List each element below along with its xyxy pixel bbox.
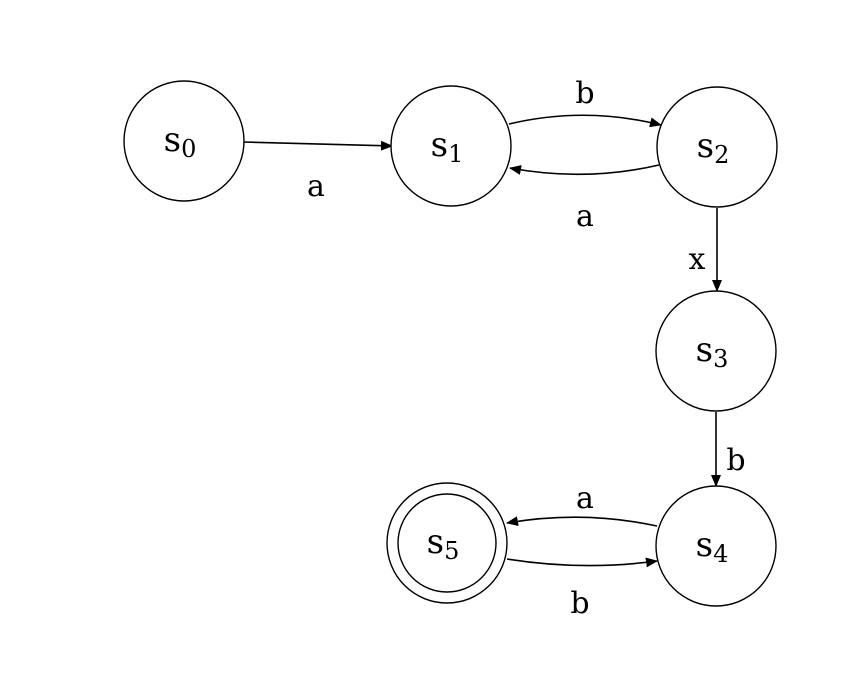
state-label-s3: s3 — [696, 330, 729, 373]
state-letter-s2: s — [697, 126, 714, 166]
state-s0: s0 — [123, 80, 245, 202]
state-letter-s0: s — [164, 120, 181, 160]
transition-arrow-s1-s2 — [508, 114, 662, 128]
transition-label-s4-s5: a — [576, 481, 594, 516]
state-letter-s3: s — [696, 330, 713, 370]
state-s3: s3 — [655, 290, 777, 412]
transition-arrow-s0-s1 — [243, 140, 393, 151]
state-letter-s1: s — [431, 125, 448, 165]
state-subscript-s2: 2 — [714, 141, 729, 169]
state-circle-s5 — [386, 482, 508, 604]
state-subscript-s0: 0 — [181, 135, 196, 163]
state-s2: s2 — [656, 86, 778, 208]
transition-s5-s4: b — [506, 557, 658, 621]
state-subscript-s3: 3 — [713, 345, 728, 373]
state-letter-s5: s — [427, 522, 444, 562]
transition-s3-s4: b — [711, 412, 746, 487]
transition-s4-s5: a — [506, 481, 658, 527]
state-s1: s1 — [390, 85, 512, 207]
state-label-s5: s5 — [427, 522, 460, 565]
state-subscript-s5: 5 — [444, 537, 459, 565]
state-subscript-s1: 1 — [448, 140, 463, 168]
state-s5: s5 — [386, 482, 508, 604]
state-subscript-s4: 4 — [713, 540, 728, 568]
transition-s0-s1: a — [243, 140, 393, 204]
state-circle-s2 — [656, 86, 778, 208]
state-label-s2: s2 — [697, 126, 730, 169]
transition-arrow-s5-s4 — [506, 557, 658, 568]
state-circle-s4 — [655, 485, 777, 607]
transition-s1-s2: b — [508, 76, 662, 128]
transition-label-s1-s2: b — [575, 76, 594, 111]
transition-s2-s3: x — [689, 208, 722, 292]
transition-label-s0-s1: a — [307, 169, 325, 204]
state-label-s4: s4 — [696, 525, 729, 568]
transitions-layer: a b a x b a b — [243, 76, 746, 621]
accept-ring-s5 — [397, 493, 497, 593]
transition-label-s5-s4: b — [570, 586, 589, 621]
state-s4: s4 — [655, 485, 777, 607]
transition-label-s2-s3: x — [689, 242, 706, 277]
state-circle-s3 — [655, 290, 777, 412]
state-circle-s0 — [123, 80, 245, 202]
state-letter-s4: s — [696, 525, 713, 565]
transition-arrow-s4-s5 — [506, 516, 658, 527]
transition-arrow-s2-s1 — [509, 164, 660, 176]
transition-label-s3-s4: b — [726, 443, 745, 478]
state-label-s0: s0 — [164, 120, 197, 163]
transition-label-s2-s1: a — [576, 199, 594, 234]
transition-s2-s1: a — [509, 164, 660, 234]
state-label-s1: s1 — [431, 125, 464, 168]
state-circle-s1 — [390, 85, 512, 207]
